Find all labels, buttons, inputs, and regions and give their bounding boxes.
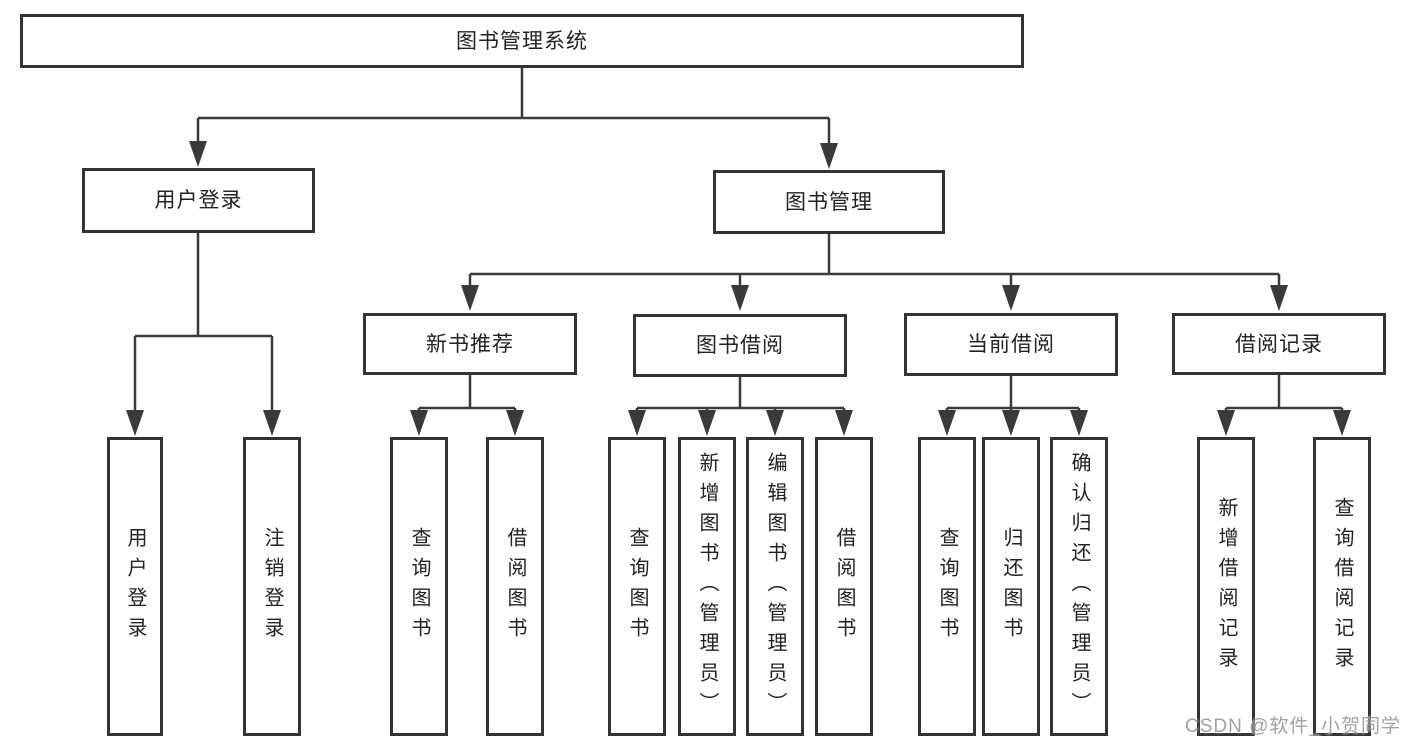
leaf-current-confirm-return-admin: 确认归还（管理员） [1050, 437, 1108, 736]
leaf-current-return-books: 归还图书 [982, 437, 1040, 736]
node-book-management: 图书管理 [713, 170, 945, 234]
leaf-recommend-borrow-books: 借阅图书 [486, 437, 544, 736]
leaf-records-query-record: 查询借阅记录 [1313, 437, 1371, 736]
leaf-records-add-record: 新增借阅记录 [1197, 437, 1255, 736]
connector-lines [133, 68, 1344, 414]
leaf-user-login: 用户登录 [107, 437, 163, 736]
leaf-recommend-query-books: 查询图书 [390, 437, 448, 736]
leaf-current-query-books: 查询图书 [918, 437, 976, 736]
node-new-book-recommend: 新书推荐 [363, 313, 577, 375]
leaf-borrow-add-books-admin: 新增图书（管理员） [678, 437, 736, 736]
leaf-borrow-borrow-books: 借阅图书 [815, 437, 873, 736]
leaf-borrow-query-books: 查询图书 [608, 437, 666, 736]
node-borrow-records: 借阅记录 [1172, 313, 1386, 375]
leaf-logout: 注销登录 [243, 437, 301, 736]
arrowheads [126, 141, 1351, 436]
node-library-system: 图书管理系统 [20, 14, 1024, 68]
node-current-borrow: 当前借阅 [904, 313, 1118, 376]
node-user-login: 用户登录 [82, 168, 315, 233]
node-book-borrow: 图书借阅 [633, 314, 847, 377]
leaf-borrow-edit-books-admin: 编辑图书（管理员） [746, 437, 804, 736]
watermark: CSDN @软件_小贺同学 [1185, 716, 1401, 737]
